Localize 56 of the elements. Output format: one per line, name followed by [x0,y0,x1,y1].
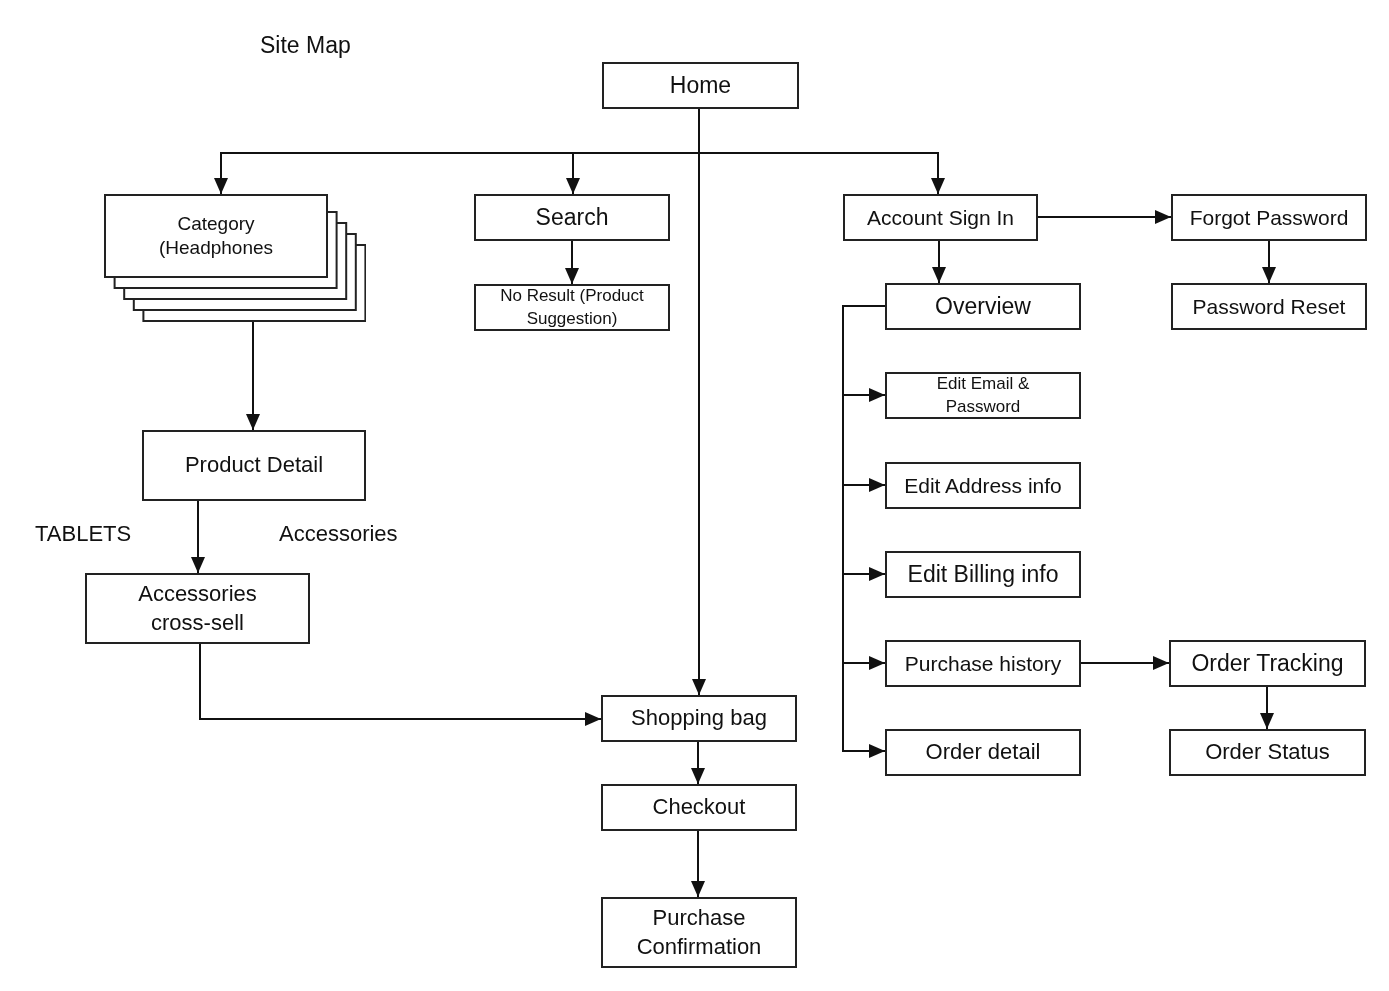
page-box [885,729,1081,776]
arrow [842,305,886,758]
page-box [474,194,670,241]
page-name: Order Status [1205,738,1330,767]
page-name: Search [535,202,609,232]
page-name: Edit Address info [904,472,1062,499]
page-name: Edit Email & Password [935,373,1031,418]
arrow [246,321,260,431]
page-name: Order Tracking [1191,648,1344,678]
page-name: Edit Billing info [907,559,1059,589]
page-box [601,897,797,968]
page-box [85,573,310,644]
page-name: Order detail [925,738,1041,767]
page-box [602,62,799,109]
page-box [885,283,1081,330]
page-name: Category [177,212,255,236]
arrow [191,500,205,574]
arrow [691,830,705,898]
arrow [1080,656,1170,670]
page-name: Overview [935,291,1031,321]
arrow [565,240,579,285]
page-box [601,784,797,831]
page-box [885,462,1081,509]
page-name: Shopping bag [631,704,767,733]
page-name: Account Sign In [866,204,1015,231]
arrow [1037,210,1172,224]
page-name: Password Reset [1192,293,1346,320]
page-box [1169,729,1366,776]
page-box [1171,283,1367,330]
arrow [1260,686,1274,730]
page-box [601,695,797,742]
page-name: Purchase Confirmation [635,903,763,961]
arrow [691,741,705,785]
page-box [885,372,1081,419]
page-box [142,430,366,501]
arrow [932,240,946,284]
page-name: Accessories cross-sell [137,579,258,637]
arrow [199,643,602,726]
page-name: Purchase history [904,650,1062,677]
stacked-page-box [104,194,366,322]
page-name: Forgot Password [1189,204,1349,231]
arrow [1262,240,1276,284]
page-box [843,194,1038,241]
section-label: Accessories [279,520,398,548]
page-box [885,640,1081,687]
page-name: Home [669,70,732,100]
section-label: TABLETS [35,520,132,548]
page-name: Checkout [652,793,746,822]
page-name: Product Detail [184,451,324,480]
page-name: (Headphones [158,236,274,260]
page-box [1171,194,1367,241]
page-box [885,551,1081,598]
diagram-title: Site Map [260,31,351,59]
page-name: No Result (Product Suggestion) [499,285,645,330]
page-box [474,284,670,331]
page-box [1169,640,1366,687]
